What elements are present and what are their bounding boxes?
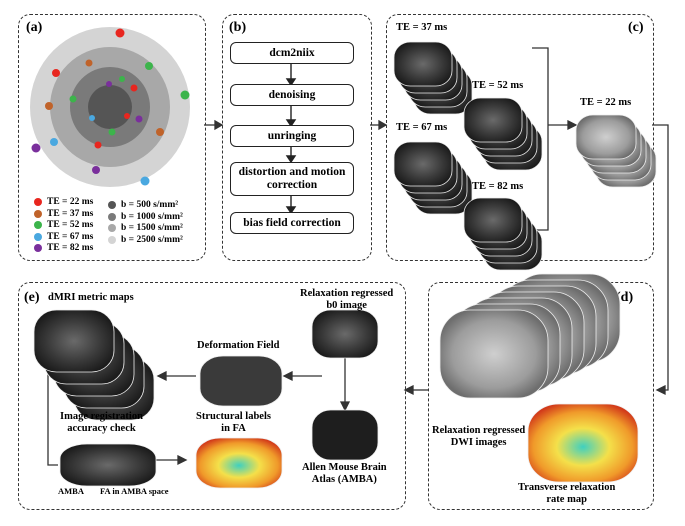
legend-text: b = 1500 s/mm² — [121, 223, 183, 233]
legend-text: TE = 67 ms — [47, 231, 94, 242]
b0-label: Relaxation regressed b0 image — [300, 288, 394, 312]
legend-text: b = 2500 s/mm² — [121, 234, 183, 245]
te-legend-item-0: TE = 22 ms — [34, 197, 93, 207]
te-52-label: TE = 52 ms — [472, 80, 524, 91]
legend-dot-icon — [108, 235, 116, 244]
b-legend-item-2: b = 1500 s/mm² — [108, 223, 183, 233]
rate-map-label: Transverse relaxation rate map — [518, 482, 616, 506]
step-dcm2niix: dcm2niix — [230, 42, 354, 64]
te-37-label: TE = 37 ms — [396, 22, 448, 33]
panel-a-label: (a) — [26, 20, 43, 35]
metric-maps-label: dMRI metric maps — [48, 292, 134, 303]
panel-d — [428, 282, 654, 510]
deformation-label: Deformation Field — [197, 340, 280, 351]
panel-b-label: (b) — [229, 20, 247, 35]
legend-dot-icon — [108, 212, 116, 221]
allen-label: Allen Mouse Brain Atlas (AMBA) — [302, 462, 387, 486]
fa-space-label: FA in AMBA space — [100, 486, 169, 496]
b-legend-item-1: b = 1000 s/mm² — [108, 212, 183, 222]
te-22-label: TE = 22 ms — [580, 97, 632, 108]
te-legend-item-2: TE = 52 ms — [34, 220, 93, 230]
legend-dot-icon — [108, 201, 116, 209]
b-legend-item-3: b = 2500 s/mm² — [108, 235, 183, 245]
panel-e — [18, 282, 406, 510]
legend-dot-icon — [34, 244, 42, 252]
legend-text: TE = 82 ms — [47, 243, 94, 253]
legend-text: TE = 22 ms — [47, 197, 94, 207]
legend-dot-icon — [34, 221, 42, 229]
te-67-label: TE = 67 ms — [396, 122, 448, 133]
legend-dot-icon — [34, 209, 42, 218]
step-denoising: denoising — [230, 84, 354, 106]
step-distortion-motion: distortion and motion correction — [230, 162, 354, 196]
panel-e-label: (e) — [24, 290, 40, 305]
legend-text: TE = 52 ms — [47, 220, 94, 230]
panel-d-label: (d) — [616, 290, 634, 305]
legend-dot-icon — [108, 224, 116, 232]
legend-dot-icon — [34, 198, 42, 206]
panel-a — [18, 14, 206, 261]
legend-dot-icon — [34, 232, 42, 241]
dwi-label: Relaxation regressed DWI images — [432, 425, 526, 449]
legend-text: b = 1000 s/mm² — [121, 211, 183, 222]
panel-b — [222, 14, 372, 261]
registration-label: Image registration accuracy check — [60, 411, 143, 435]
legend-text: TE = 37 ms — [47, 208, 94, 219]
te-82-label: TE = 82 ms — [472, 181, 524, 192]
legend-text: b = 500 s/mm² — [121, 200, 179, 210]
step-bias-field: bias field correction — [230, 212, 354, 234]
b-legend-item-0: b = 500 s/mm² — [108, 200, 178, 210]
te-legend-item-1: TE = 37 ms — [34, 209, 93, 219]
amba-label: AMBA — [58, 486, 84, 496]
panel-c — [386, 14, 654, 261]
te-legend-item-3: TE = 67 ms — [34, 232, 93, 242]
structural-label: Structural labels in FA — [196, 411, 271, 435]
panel-c-label: (c) — [628, 20, 644, 35]
step-unringing: unringing — [230, 125, 354, 147]
te-legend-item-4: TE = 82 ms — [34, 243, 93, 253]
